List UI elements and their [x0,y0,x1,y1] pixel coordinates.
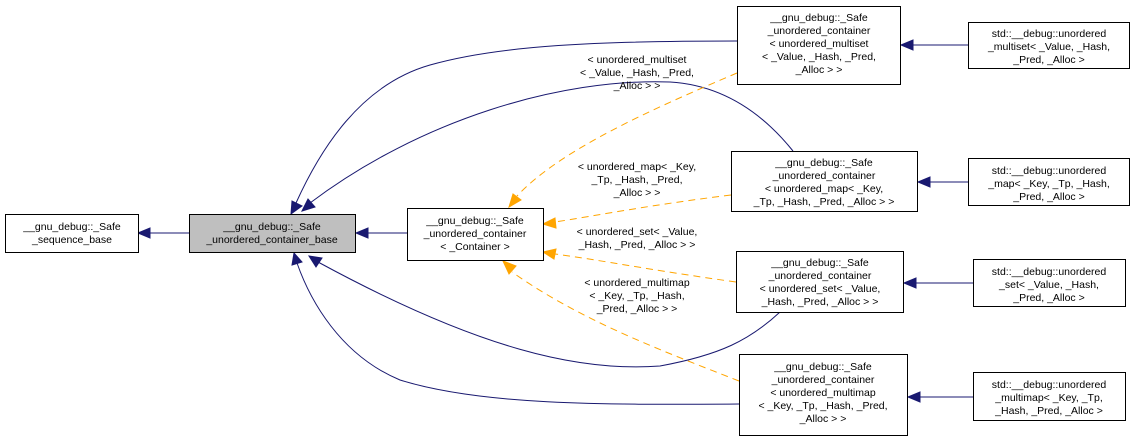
arrowhead-icon [502,260,517,275]
svg-text:< unordered_set< _Value,: < unordered_set< _Value, [577,226,698,238]
svg-text:__gnu_debug::_Safe: __gnu_debug::_Safe [425,215,524,227]
svg-text:< _Key, _Tp, _Hash, _Pred,: < _Key, _Tp, _Hash, _Pred, [758,400,887,412]
svg-text:_Hash, _Pred, _Alloc > >: _Hash, _Pred, _Alloc > > [761,296,879,308]
svg-text:_Alloc > >: _Alloc > > [799,413,847,425]
node-safe-uc-multimap[interactable]: __gnu_debug::_Safe _unordered_container … [739,354,908,436]
svg-text:< _Container >: < _Container > [440,241,509,253]
node-safe-sequence-base[interactable]: __gnu_debug::_Safe _sequence_base [5,214,139,253]
arrowhead-icon [301,198,316,212]
arrowhead-icon [902,277,917,289]
svg-text:_Tp, _Hash, _Pred,: _Tp, _Hash, _Pred, [590,174,682,186]
svg-text:< unordered_set< _Value,: < unordered_set< _Value, [760,283,881,295]
svg-text:_unordered_container: _unordered_container [768,270,872,282]
edge-set-to-base [317,261,781,368]
edge-map-template [554,194,732,223]
svg-text:_sequence_base: _sequence_base [31,234,112,246]
arrowhead-icon [899,39,914,51]
svg-text:_Pred, _Alloc >: _Pred, _Alloc > [1012,292,1085,304]
svg-text:< unordered_map< _Key,: < unordered_map< _Key, [765,183,883,195]
edge-label-map: < unordered_map< _Key, _Tp, _Hash, _Pred… [578,161,696,199]
svg-text:_map< _Key, _Tp, _Hash,: _map< _Key, _Tp, _Hash, [987,178,1110,190]
svg-text:_unordered_container: _unordered_container [423,228,527,240]
svg-text:_Pred, _Alloc >: _Pred, _Alloc > [1012,191,1085,203]
svg-text:_unordered_container: _unordered_container [767,25,871,37]
node-std-debug-unordered-map[interactable]: std::__debug::unordered _map< _Key, _Tp,… [968,158,1130,206]
node-safe-uc-multiset[interactable]: __gnu_debug::_Safe _unordered_container … [737,6,901,85]
svg-text:< unordered_multimap: < unordered_multimap [584,277,690,289]
svg-text:__gnu_debug::_Safe: __gnu_debug::_Safe [773,361,872,373]
svg-text:_Hash, _Pred, _Alloc > >: _Hash, _Pred, _Alloc > > [578,239,696,251]
svg-text:_Pred, _Alloc > >: _Pred, _Alloc > > [596,303,678,315]
svg-text:< _Key, _Tp, _Hash,: < _Key, _Tp, _Hash, [589,290,684,302]
arrowhead-icon [541,248,557,260]
node-std-debug-unordered-multiset[interactable]: std::__debug::unordered _multiset< _Valu… [968,22,1130,69]
edges [136,39,973,405]
arrowhead-icon [541,217,557,229]
svg-text:_set< _Value, _Hash,: _set< _Value, _Hash, [998,279,1099,291]
svg-text:< unordered_multimap: < unordered_multimap [770,387,876,399]
arrowhead-icon [307,255,323,268]
node-std-debug-unordered-set[interactable]: std::__debug::unordered _set< _Value, _H… [973,259,1126,307]
svg-text:< _Value, _Hash, _Pred,: < _Value, _Hash, _Pred, [762,51,876,63]
svg-text:_Pred, _Alloc >: _Pred, _Alloc > [1012,54,1085,66]
svg-text:__gnu_debug::_Safe: __gnu_debug::_Safe [774,157,873,169]
svg-text:_Alloc > >: _Alloc > > [795,64,843,76]
svg-text:__gnu_debug::_Safe: __gnu_debug::_Safe [222,221,321,233]
arrowhead-icon [136,227,151,239]
arrowhead-icon [354,227,369,239]
edge-multiset-template [516,72,738,197]
svg-text:_Tp, _Hash, _Pred, _Alloc > >: _Tp, _Hash, _Pred, _Alloc > > [753,196,895,208]
svg-text:< unordered_multiset: < unordered_multiset [588,54,687,66]
svg-text:_Alloc > >: _Alloc > > [613,187,661,199]
svg-text:std::__debug::unordered: std::__debug::unordered [992,266,1107,278]
svg-text:_multimap< _Key, _Tp,: _multimap< _Key, _Tp, [994,392,1102,404]
node-safe-uc-map[interactable]: __gnu_debug::_Safe _unordered_container … [731,151,918,212]
arrowhead-icon [290,200,303,216]
svg-text:_Alloc > >: _Alloc > > [613,80,661,92]
svg-text:std::__debug::unordered: std::__debug::unordered [992,28,1107,40]
svg-text:_unordered_container: _unordered_container [772,170,876,182]
node-safe-unordered-container-base[interactable]: __gnu_debug::_Safe _unordered_container_… [189,214,356,253]
edge-multimap-template [511,271,740,382]
edge-label-multimap: < unordered_multimap < _Key, _Tp, _Hash,… [584,277,690,315]
node-safe-unordered-container[interactable]: __gnu_debug::_Safe _unordered_container … [407,208,544,261]
arrowhead-icon [906,391,921,403]
node-std-debug-unordered-multimap[interactable]: std::__debug::unordered _multimap< _Key,… [973,372,1126,421]
edge-multiset-to-base [295,40,738,204]
svg-text:_multiset< _Value, _Hash,: _multiset< _Value, _Hash, [987,41,1110,53]
node-safe-uc-set[interactable]: __gnu_debug::_Safe _unordered_container … [736,251,904,313]
svg-text:< unordered_map< _Key,: < unordered_map< _Key, [578,161,696,173]
svg-text:std::__debug::unordered: std::__debug::unordered [992,379,1107,391]
arrowhead-icon [508,193,522,209]
svg-text:< _Value, _Hash, _Pred,: < _Value, _Hash, _Pred, [580,67,694,79]
svg-text:__gnu_debug::_Safe: __gnu_debug::_Safe [769,12,868,24]
edge-label-multiset: < unordered_multiset < _Value, _Hash, _P… [580,54,694,92]
edge-label-set: < unordered_set< _Value, _Hash, _Pred, _… [577,226,698,251]
svg-text:__gnu_debug::_Safe: __gnu_debug::_Safe [22,221,121,233]
edge-map-to-base [309,81,794,204]
svg-text:_Hash, _Pred, _Alloc >: _Hash, _Pred, _Alloc > [994,405,1103,417]
svg-text:_unordered_container: _unordered_container [771,374,875,386]
svg-text:_unordered_container_base: _unordered_container_base [205,234,338,246]
svg-text:std::__debug::unordered: std::__debug::unordered [992,165,1107,177]
svg-text:__gnu_debug::_Safe: __gnu_debug::_Safe [770,257,869,269]
edge-multimap-to-base [296,262,740,405]
svg-text:< unordered_multiset: < unordered_multiset [770,38,869,50]
arrowhead-icon [291,251,303,266]
arrowhead-icon [916,176,931,188]
edge-set-template [554,253,737,283]
